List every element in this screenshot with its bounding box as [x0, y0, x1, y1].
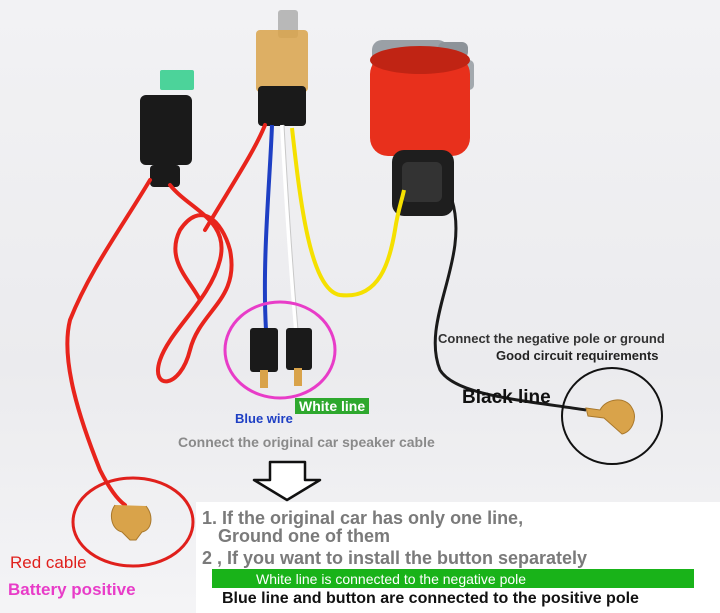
yellow-wire	[290, 127, 406, 298]
note-item-1-continued: Ground one of them	[218, 526, 390, 546]
note-item-2: 2 , If you want to install the button se…	[202, 548, 588, 568]
fuse-holder	[140, 70, 194, 187]
blue-wire-label: Blue wire	[235, 411, 293, 426]
red-wires	[65, 123, 267, 507]
speaker-connectors	[250, 328, 312, 388]
blue-wire	[262, 124, 274, 331]
ground-terminal	[585, 399, 635, 435]
red-cable-label: Red cable	[10, 553, 87, 572]
circuit-requirements-label: Good circuit requirements	[496, 348, 659, 363]
black-wire	[433, 199, 587, 412]
note-item-1: 1. If the original car has only one line…	[202, 508, 524, 528]
instruction-notes: 1. If the original car has only one line…	[196, 502, 720, 613]
battery-terminal	[111, 504, 152, 541]
horn-compressor	[370, 40, 474, 216]
relay	[256, 10, 308, 126]
white-line-label: White line	[295, 398, 370, 414]
down-arrow-icon	[252, 460, 322, 502]
connector-highlight-circle	[223, 300, 337, 400]
white-negative-note: White line is connected to the negative …	[256, 571, 527, 587]
battery-highlight-circle	[71, 476, 195, 568]
green-highlight-bar	[212, 569, 694, 588]
ground-highlight-circle	[561, 367, 663, 465]
speaker-cable-label: Connect the original car speaker cable	[178, 434, 435, 450]
black-line-label: Black line	[462, 387, 551, 408]
negative-pole-label: Connect the negative pole or ground	[438, 331, 665, 346]
blue-positive-note: Blue line and button are connected to th…	[222, 590, 639, 607]
battery-positive-label: Battery positive	[8, 580, 136, 599]
